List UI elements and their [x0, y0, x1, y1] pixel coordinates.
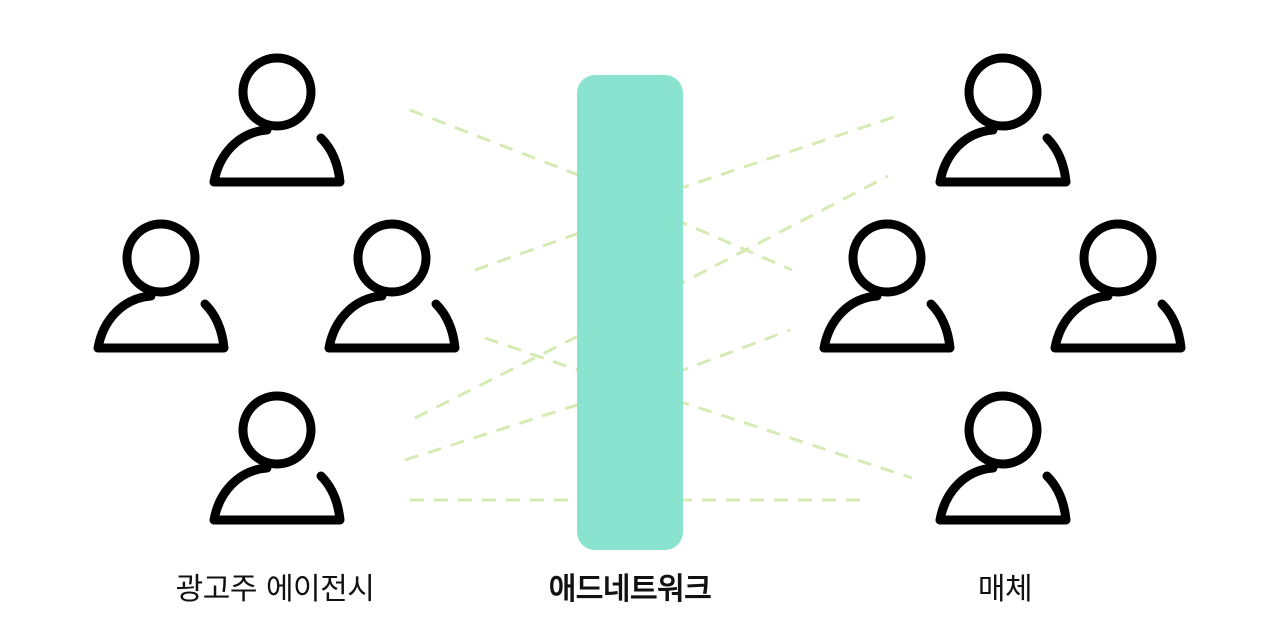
person-icon: [1055, 224, 1181, 348]
advertiser-label: 광고주 에이전시: [175, 572, 375, 607]
media-label: 매체: [977, 572, 1033, 607]
person-icon: [98, 224, 224, 348]
person-icon: [940, 58, 1066, 182]
media-group: [824, 58, 1181, 520]
advertiser-group: [98, 58, 455, 520]
connector-line: [474, 213, 631, 272]
network-bar: [577, 75, 683, 550]
network-label: 애드네트워크: [548, 572, 712, 607]
person-icon: [329, 224, 455, 348]
person-icon: [940, 396, 1066, 520]
person-icon: [824, 224, 950, 348]
person-icon: [214, 58, 340, 182]
person-icon: [214, 396, 340, 520]
